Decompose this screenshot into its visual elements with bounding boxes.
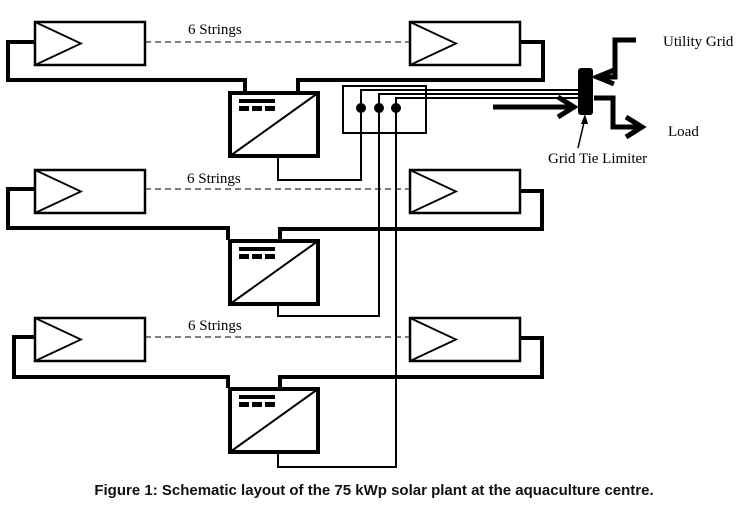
grid-tie-limiter-label: Grid Tie Limiter bbox=[548, 151, 647, 167]
load-label: Load bbox=[668, 124, 699, 140]
ac-wire bbox=[277, 108, 397, 468]
grid-tie-limiter bbox=[493, 37, 647, 149]
load-arrow bbox=[594, 95, 640, 130]
utility-grid-arrow bbox=[596, 37, 636, 80]
inverter bbox=[228, 91, 320, 158]
pv-panel-right bbox=[408, 20, 522, 67]
strings-label-row-2: 6 Strings bbox=[187, 171, 241, 187]
inverter bbox=[228, 239, 320, 306]
terminal-dot bbox=[391, 103, 401, 113]
dc-wire-right bbox=[278, 189, 544, 240]
inverter bbox=[228, 387, 320, 454]
utility-grid-label: Utility Grid bbox=[663, 34, 734, 50]
figure-caption: Figure 1: Schematic layout of the 75 kWp… bbox=[94, 482, 654, 499]
array-row-3 bbox=[12, 108, 544, 468]
array-row-2 bbox=[6, 108, 544, 317]
ac-wire bbox=[277, 108, 362, 181]
dc-wire-left bbox=[6, 40, 247, 93]
strings-label-row-1: 6 Strings bbox=[188, 22, 242, 38]
dc-wire-left bbox=[6, 187, 230, 240]
terminal-dot bbox=[374, 103, 384, 113]
pv-panel-right bbox=[408, 168, 522, 215]
pv-panel-left bbox=[33, 168, 147, 215]
pv-panel-left bbox=[33, 316, 147, 363]
dc-wire-right bbox=[296, 40, 545, 93]
strings-label-row-3: 6 Strings bbox=[188, 318, 242, 334]
array-row-1 bbox=[6, 20, 545, 181]
pv-panel-left bbox=[33, 20, 147, 67]
terminal-dot bbox=[356, 103, 366, 113]
ac-wire bbox=[277, 108, 380, 317]
pv-panel-right bbox=[408, 316, 522, 363]
dc-wire-right bbox=[278, 336, 544, 388]
ac-combiner-box bbox=[342, 85, 579, 134]
dc-wire-left bbox=[12, 335, 230, 388]
